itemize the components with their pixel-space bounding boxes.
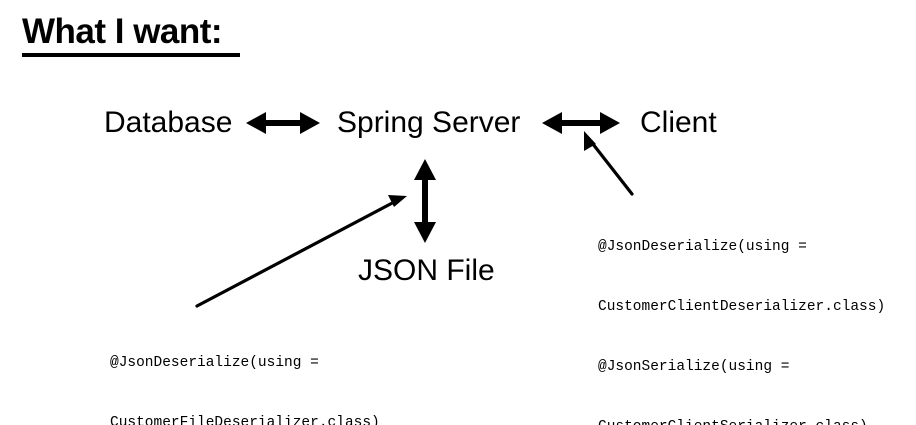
diagonal-pointer-arrow-icon (584, 131, 634, 196)
node-label-spring-server: Spring Server (337, 106, 521, 139)
double-headed-horizontal-arrow-icon (246, 112, 320, 134)
annotation-line: @JsonDeserialize(using = (110, 355, 319, 371)
annotation-line: @JsonSerialize(using = (598, 359, 790, 375)
annotation-file-serializers: @JsonDeserialize(using = CustomerFileDes… (110, 313, 380, 425)
diagonal-pointer-arrow-icon (195, 195, 407, 308)
annotation-line: CustomerClientSerializer.class) (598, 417, 885, 425)
double-headed-horizontal-arrow-icon (542, 112, 620, 134)
annotation-line: CustomerFileDeserializer.class) (110, 415, 380, 425)
title-underline (22, 53, 240, 57)
annotation-client-serializers: @JsonDeserialize(using = CustomerClientD… (598, 197, 885, 425)
annotation-line: @JsonDeserialize(using = (598, 239, 807, 255)
page-title: What I want: (22, 12, 223, 51)
node-label-json-file: JSON File (358, 254, 495, 287)
double-headed-vertical-arrow-icon (414, 159, 436, 243)
node-label-database: Database (104, 106, 233, 139)
node-label-client: Client (640, 106, 717, 139)
annotation-line: CustomerClientDeserializer.class) (598, 299, 886, 315)
